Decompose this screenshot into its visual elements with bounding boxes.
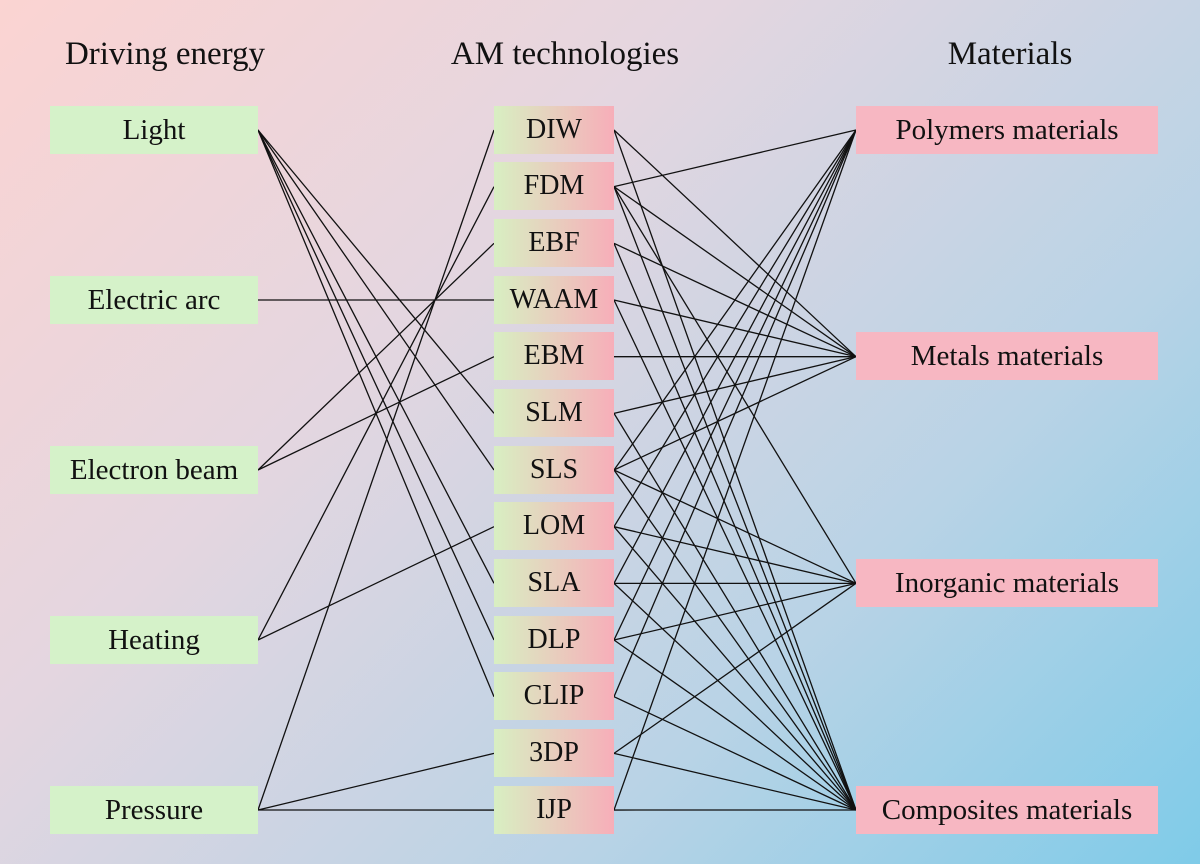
tech-node-ijp: IJP xyxy=(494,786,614,834)
link-lom-inorganic xyxy=(613,526,857,584)
tech-node-sls: SLS xyxy=(494,446,614,494)
link-sla-composites xyxy=(613,582,857,811)
tech-node-clip: CLIP xyxy=(494,672,614,720)
tech-node-fdm: FDM xyxy=(494,162,614,210)
link-pressure-diw xyxy=(257,129,495,811)
energy-node-pressure: Pressure xyxy=(50,786,258,834)
energy-node-electron-beam: Electron beam xyxy=(50,446,258,494)
link-clip-polymers xyxy=(613,129,857,697)
link-electron-beam-ebf xyxy=(257,242,495,471)
link-dlp-composites xyxy=(613,639,857,811)
link-fdm-metals xyxy=(613,186,857,358)
energy-column-title: Driving energy xyxy=(64,36,266,72)
material-node-metals: Metals materials xyxy=(856,332,1158,380)
link-dlp-polymers xyxy=(613,129,857,641)
tech-node-sla: SLA xyxy=(494,559,614,607)
tech-node-ebm: EBM xyxy=(494,332,614,380)
tech-node-waam: WAAM xyxy=(494,276,614,324)
tech-node-lom: LOM xyxy=(494,502,614,550)
tech-node-dlp: DLP xyxy=(494,616,614,664)
material-node-composites: Composites materials xyxy=(856,786,1158,834)
tech-column-title: AM technologies xyxy=(450,36,680,72)
link-sls-polymers xyxy=(613,129,857,471)
link-lom-polymers xyxy=(613,129,857,528)
link-light-dlp xyxy=(257,129,495,641)
tech-node-ebf: EBF xyxy=(494,219,614,267)
link-fdm-polymers xyxy=(613,129,857,188)
material-node-inorganic: Inorganic materials xyxy=(856,559,1158,607)
link-fdm-composites xyxy=(613,186,857,811)
link-heating-fdm xyxy=(257,186,495,641)
link-clip-composites xyxy=(613,696,857,811)
tech-node-slm: SLM xyxy=(494,389,614,437)
materials-column-title: Materials xyxy=(947,36,1073,72)
energy-node-light: Light xyxy=(50,106,258,154)
energy-node-electric-arc: Electric arc xyxy=(50,276,258,324)
link-3dp-inorganic xyxy=(613,582,857,754)
tech-node-3dp: 3DP xyxy=(494,729,614,777)
link-light-slm xyxy=(257,129,495,414)
link-dlp-inorganic xyxy=(613,582,857,641)
tech-node-diw: DIW xyxy=(494,106,614,154)
link-3dp-composites xyxy=(613,752,857,811)
link-pressure-3dp xyxy=(257,752,495,811)
link-sls-composites xyxy=(613,469,857,811)
energy-node-heating: Heating xyxy=(50,616,258,664)
link-diw-metals xyxy=(613,129,857,358)
material-node-polymers: Polymers materials xyxy=(856,106,1158,154)
link-ijp-polymers xyxy=(613,129,857,811)
link-sls-inorganic xyxy=(613,469,857,584)
link-heating-lom xyxy=(257,526,495,641)
link-sla-polymers xyxy=(613,129,857,584)
